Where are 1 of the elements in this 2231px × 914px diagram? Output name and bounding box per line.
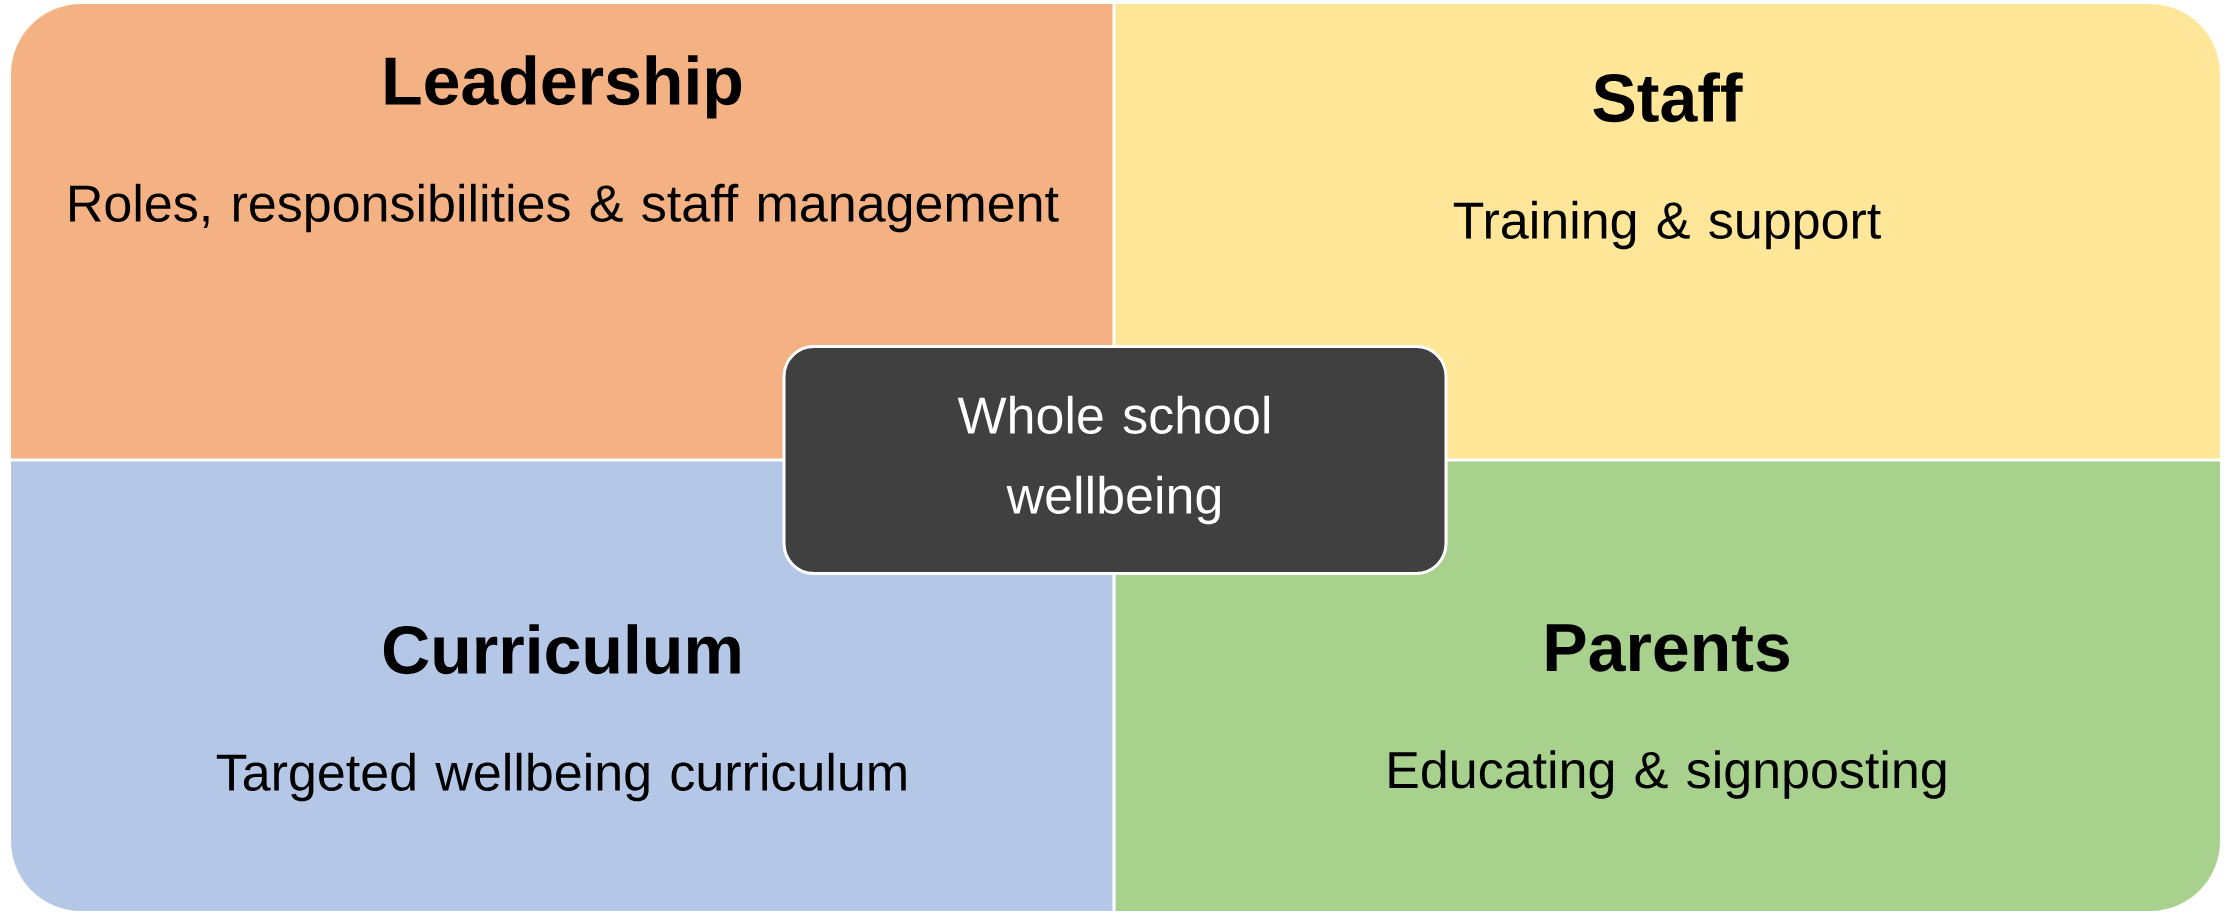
center-box: Whole school wellbeing (782, 345, 1448, 575)
